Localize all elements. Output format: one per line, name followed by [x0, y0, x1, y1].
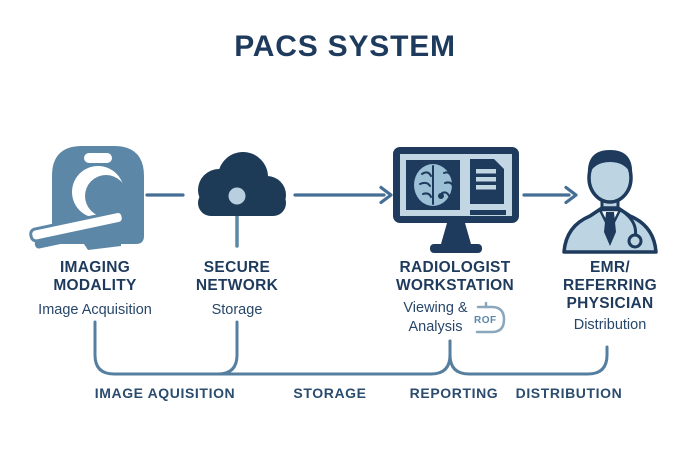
- node-subtitle: Storage: [211, 302, 263, 318]
- physician-icon: [562, 150, 658, 254]
- node-subtitle: Image Acquisition: [38, 302, 152, 318]
- node-heading: IMAGING MODALITY: [53, 259, 137, 294]
- workstation-monitor-icon: [393, 147, 519, 253]
- stage-label-storage: STORAGE: [293, 385, 367, 401]
- rof-report-badge-icon: ROF: [474, 301, 505, 334]
- node-heading: EMR/ REFERRING PHYSICIAN: [563, 259, 657, 312]
- node-subtitle: Distribution: [573, 317, 647, 333]
- right-arrow-icon: [293, 185, 393, 205]
- page-title: PACS SYSTEM: [234, 30, 456, 63]
- svg-text:ROF: ROF: [474, 315, 497, 326]
- node-heading: SECURE NETWORK: [195, 259, 279, 294]
- stage-label-distribution: DISTRIBUTION: [515, 385, 623, 401]
- right-arrow-icon: [522, 185, 578, 205]
- node-subtitle: Viewing & Analysis ROF: [375, 299, 535, 337]
- cloud-icon: [198, 152, 286, 248]
- node-emr-referring-physician: EMR/ REFERRING PHYSICIAN Distribution: [530, 259, 690, 334]
- node-radiologist-workstation: RADIOLOGIST WORKSTATION Viewing & Analys…: [375, 259, 535, 337]
- stage-label-image-acquisition: IMAGE AQUISITION: [94, 385, 236, 401]
- stage-label-reporting: REPORTING: [409, 385, 499, 401]
- workflow-bracket: [93, 320, 609, 376]
- node-heading: RADIOLOGIST WORKSTATION: [395, 259, 515, 294]
- node-imaging-modality: IMAGING MODALITY Image Acquisition: [15, 259, 175, 319]
- mri-scanner-icon: [29, 146, 144, 250]
- node-secure-network: SECURE NETWORK Storage: [157, 259, 317, 319]
